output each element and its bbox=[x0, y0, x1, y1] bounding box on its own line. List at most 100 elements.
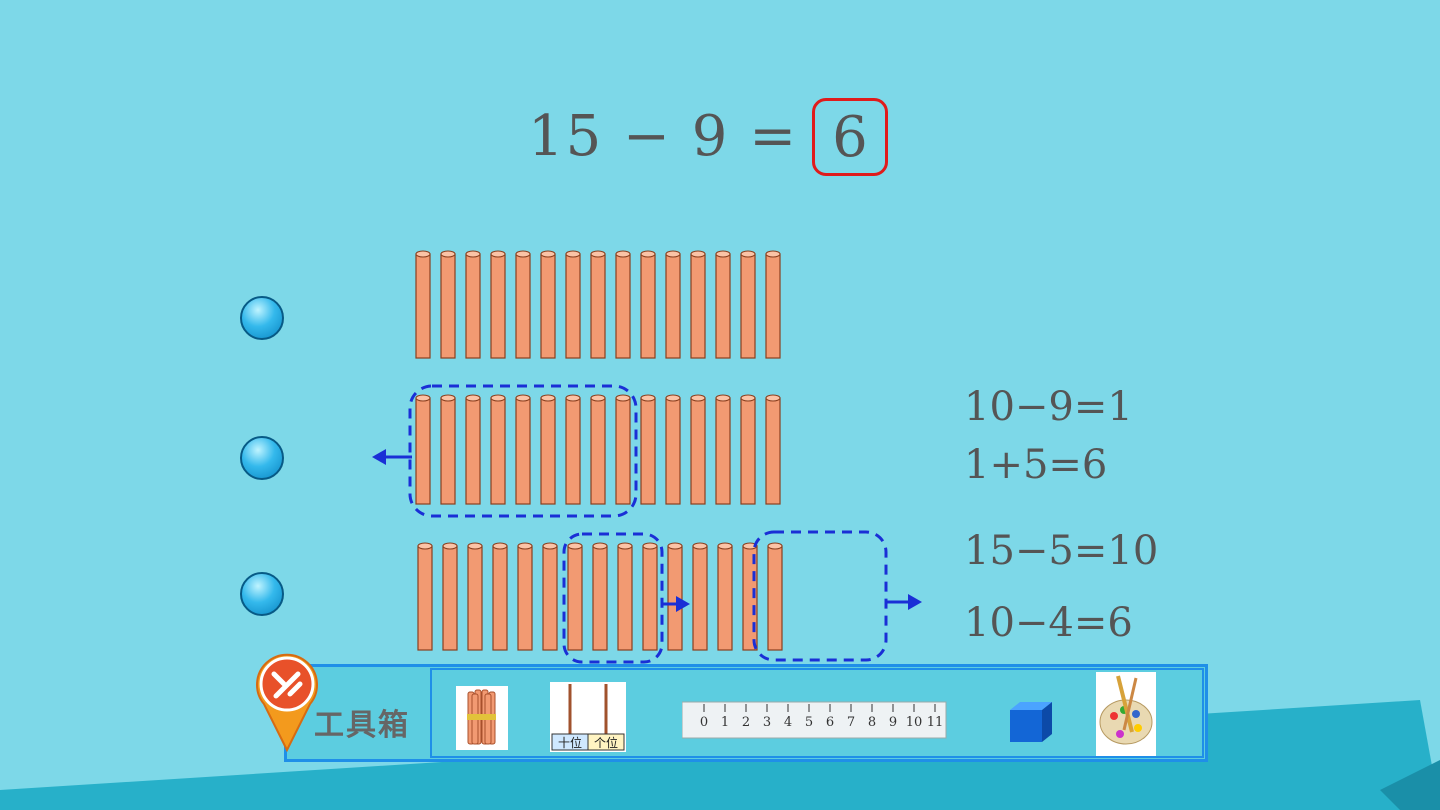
stick bbox=[615, 397, 631, 505]
stick-top bbox=[715, 250, 731, 258]
abacus-tens-label: 十位 bbox=[558, 735, 582, 750]
toolbox-pin-icon[interactable] bbox=[254, 652, 320, 752]
stick bbox=[665, 253, 681, 359]
stick bbox=[465, 397, 481, 505]
stick bbox=[590, 397, 606, 505]
ruler-digit: 11 bbox=[927, 715, 944, 730]
stick-top bbox=[565, 394, 581, 402]
dashed-group-four bbox=[562, 532, 664, 664]
stick-top bbox=[517, 542, 533, 550]
stick-top bbox=[415, 394, 431, 402]
stick-top bbox=[515, 250, 531, 258]
palette-tool-icon[interactable] bbox=[1096, 672, 1156, 756]
stick-top bbox=[690, 394, 706, 402]
cube-tool-icon[interactable] bbox=[1008, 700, 1054, 744]
stick bbox=[415, 253, 431, 359]
method-a-line2: 1+5=6 bbox=[964, 442, 1108, 488]
stick bbox=[492, 545, 508, 651]
stick-top bbox=[615, 394, 631, 402]
ruler-digit: 9 bbox=[889, 715, 897, 730]
stick-top bbox=[667, 542, 683, 550]
stick-top bbox=[717, 542, 733, 550]
stick bbox=[542, 545, 558, 651]
method-b-line2: 10−4=6 bbox=[964, 600, 1133, 646]
stick bbox=[640, 253, 656, 359]
stick bbox=[567, 545, 583, 651]
stick bbox=[440, 397, 456, 505]
stick-top bbox=[740, 250, 756, 258]
stick-top bbox=[765, 250, 781, 258]
option-bullet-1[interactable] bbox=[240, 296, 284, 340]
stick-top bbox=[665, 394, 681, 402]
stick-top bbox=[490, 394, 506, 402]
stick-top bbox=[492, 542, 508, 550]
stick bbox=[517, 545, 533, 651]
answer-box[interactable]: 6 bbox=[812, 98, 888, 176]
arrow-right-icon bbox=[662, 596, 690, 612]
stick-top bbox=[542, 542, 558, 550]
stick bbox=[715, 397, 731, 505]
stick bbox=[515, 253, 531, 359]
stick-top bbox=[417, 542, 433, 550]
ruler-digit: 7 bbox=[847, 715, 855, 730]
stick-top bbox=[592, 542, 608, 550]
stick-row-3 bbox=[417, 542, 783, 651]
stick-row-1 bbox=[415, 250, 781, 359]
method-b-line1: 15−5=10 bbox=[964, 528, 1159, 574]
option-bullet-2[interactable] bbox=[240, 436, 284, 480]
stick bbox=[765, 397, 781, 505]
stick bbox=[640, 397, 656, 505]
stick bbox=[740, 253, 756, 359]
stick-top bbox=[565, 250, 581, 258]
abacus-tool-icon[interactable]: 十位 个位 bbox=[550, 682, 626, 752]
stick bbox=[442, 545, 458, 651]
stick-top bbox=[692, 542, 708, 550]
stick-top bbox=[640, 394, 656, 402]
stick-top bbox=[590, 250, 606, 258]
arrow-left-icon bbox=[372, 449, 412, 465]
arrow-right-icon bbox=[886, 594, 922, 610]
answer-value: 6 bbox=[832, 104, 868, 170]
ruler-digit: 2 bbox=[742, 715, 750, 730]
stick-top bbox=[617, 542, 633, 550]
stick-top bbox=[442, 542, 458, 550]
stick-top bbox=[740, 394, 756, 402]
ruler-digit: 6 bbox=[826, 715, 834, 730]
stick-top bbox=[767, 542, 783, 550]
stick-top bbox=[715, 394, 731, 402]
dashed-group-five bbox=[752, 530, 888, 662]
stick bbox=[540, 253, 556, 359]
stick bbox=[440, 253, 456, 359]
stick-top bbox=[540, 250, 556, 258]
stick bbox=[690, 397, 706, 505]
stick bbox=[565, 253, 581, 359]
main-equation: 15 − 9 = bbox=[528, 104, 799, 169]
ruler-digit: 10 bbox=[906, 715, 923, 730]
stick bbox=[642, 545, 658, 651]
stick-top bbox=[415, 250, 431, 258]
stick-top bbox=[465, 250, 481, 258]
stick-top bbox=[490, 250, 506, 258]
ruler-digit: 3 bbox=[763, 715, 771, 730]
stick bbox=[765, 253, 781, 359]
option-bullet-3[interactable] bbox=[240, 572, 284, 616]
ruler-digit: 5 bbox=[805, 715, 813, 730]
ruler-digit: 1 bbox=[721, 715, 729, 730]
stick bbox=[490, 253, 506, 359]
stick bbox=[740, 397, 756, 505]
stick-top bbox=[765, 394, 781, 402]
ruler-digit: 0 bbox=[700, 715, 708, 730]
stick-top bbox=[440, 250, 456, 258]
stick-row-2 bbox=[415, 394, 781, 505]
stick bbox=[467, 545, 483, 651]
stick-top bbox=[440, 394, 456, 402]
stick-top bbox=[615, 250, 631, 258]
stick bbox=[692, 545, 708, 651]
stick bbox=[717, 545, 733, 651]
stick bbox=[592, 545, 608, 651]
sticks-bundle-tool-icon[interactable] bbox=[456, 686, 508, 750]
stick-top bbox=[540, 394, 556, 402]
stick bbox=[515, 397, 531, 505]
